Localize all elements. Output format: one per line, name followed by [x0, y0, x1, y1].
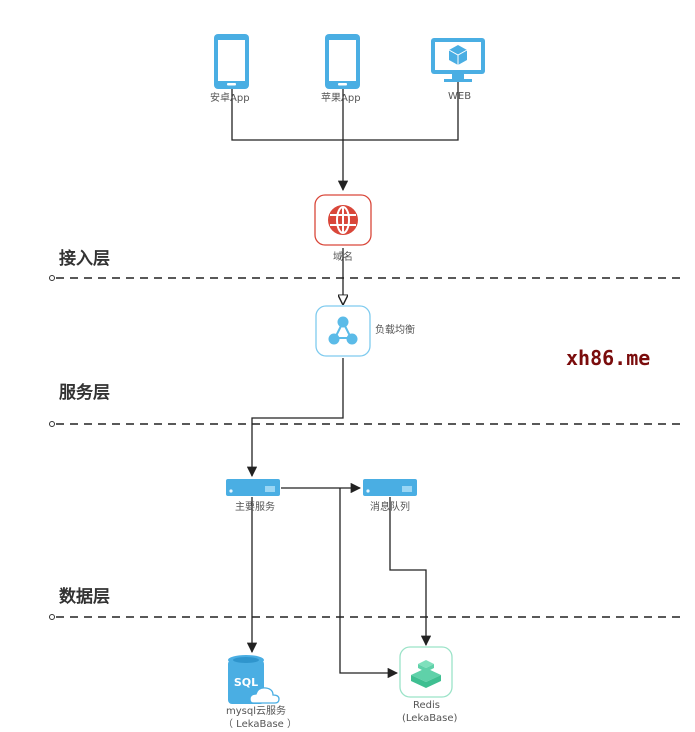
edge-mq-redis	[389, 497, 432, 647]
server-icon	[363, 479, 417, 496]
layer-divider-access	[49, 275, 680, 281]
node-label-mysql-line2: （ LekaBase ）	[223, 719, 297, 730]
globe-icon	[314, 194, 372, 246]
monitor-cube-icon	[431, 38, 485, 82]
smartphone-icon	[325, 34, 360, 89]
node-label-redis-line1: Redis	[413, 700, 440, 711]
edge-web-domain	[343, 82, 459, 141]
node-label-lb: 负载均衡	[375, 325, 415, 336]
layer-title-data: 数据层	[59, 587, 110, 607]
svg-text:SQL: SQL	[234, 676, 258, 689]
node-label-mq: 消息队列	[370, 502, 410, 513]
layer-divider-data	[49, 614, 680, 620]
layer-divider-service	[49, 421, 680, 427]
node-label-ios: 苹果App	[321, 93, 361, 104]
smartphone-icon	[214, 34, 249, 89]
edge-main-service-redis	[339, 488, 399, 679]
server-icon	[226, 479, 280, 496]
node-label-domain: 域名	[333, 252, 353, 263]
redis-stack-icon	[399, 646, 453, 698]
edge-lb-main-service	[246, 358, 344, 478]
node-label-web: WEB	[448, 91, 472, 102]
layer-title-access: 接入层	[59, 249, 110, 269]
edge-android-domain	[231, 88, 343, 141]
watermark: xh86.me	[566, 346, 651, 370]
network-hub-icon	[315, 305, 371, 357]
node-label-redis-line2: (LekaBase)	[402, 713, 458, 724]
sql-cloud-database-icon: SQL	[228, 655, 280, 704]
node-label-mysql-line1: mysql云服务	[226, 706, 286, 717]
node-label-main-service: 主要服务	[235, 502, 275, 513]
node-label-android: 安卓App	[210, 93, 250, 104]
layer-title-service: 服务层	[59, 383, 110, 403]
